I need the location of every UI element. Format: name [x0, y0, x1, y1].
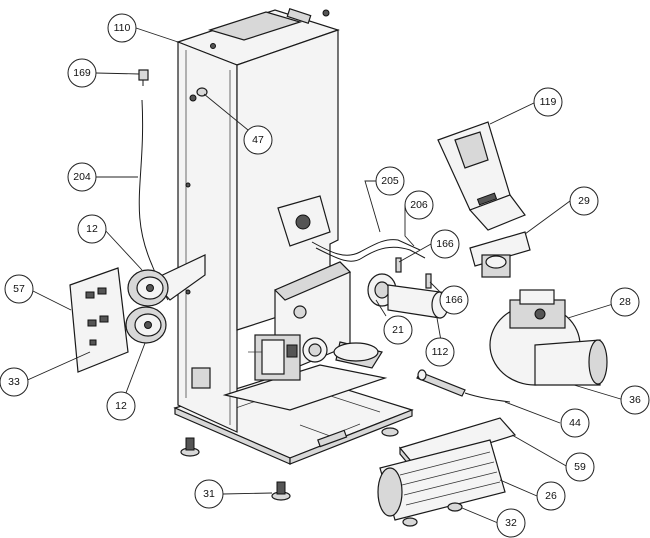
callout-166-lower: 166 [439, 285, 469, 315]
svg-text:204: 204 [73, 171, 91, 183]
svg-text:205: 205 [381, 175, 399, 187]
callout-32: 32 [496, 508, 526, 538]
svg-text:28: 28 [619, 296, 631, 308]
callout-59: 59 [565, 452, 595, 482]
svg-text:59: 59 [574, 461, 586, 473]
callout-36: 36 [620, 385, 650, 415]
callout-28: 28 [610, 287, 640, 317]
callout-12-lower: 12 [106, 391, 136, 421]
screw-166 [395, 257, 432, 289]
pressure-switch-lower [125, 306, 167, 344]
svg-text:169: 169 [73, 67, 91, 79]
foot-right [381, 427, 399, 437]
main-cabinet [176, 8, 340, 433]
callout-119: 119 [533, 87, 563, 117]
tubes-205-206 [311, 239, 426, 262]
burner-assembly [222, 195, 388, 411]
svg-text:57: 57 [13, 283, 25, 295]
callout-112: 112 [425, 337, 455, 367]
svg-text:110: 110 [114, 22, 131, 34]
callout-110: 110 [107, 13, 137, 43]
svg-text:47: 47 [252, 134, 264, 146]
svg-text:166: 166 [445, 294, 463, 306]
svg-text:21: 21 [392, 324, 404, 336]
svg-text:32: 32 [505, 517, 517, 529]
foot-31 [271, 481, 291, 501]
callout-26: 26 [536, 481, 566, 511]
flue-pipe-112 [387, 284, 449, 319]
control-board-57 [69, 267, 129, 373]
svg-text:166: 166 [436, 238, 454, 250]
callout-21: 21 [383, 315, 413, 345]
svg-text:12: 12 [115, 400, 127, 412]
inducer-motor-28 [509, 289, 566, 329]
svg-text:26: 26 [545, 490, 557, 502]
callout-31: 31 [194, 479, 224, 509]
leader-lines [22, 27, 625, 524]
callout-29: 29 [569, 186, 599, 216]
blower-26 [377, 439, 506, 521]
svg-text:29: 29 [578, 195, 590, 207]
callout-47: 47 [243, 125, 273, 155]
callout-206: 206 [404, 190, 434, 220]
foot-left [180, 437, 200, 457]
pressure-switch-upper [127, 269, 169, 307]
bracket-119 [437, 121, 526, 231]
svg-text:112: 112 [432, 346, 449, 358]
svg-text:36: 36 [629, 394, 641, 406]
callout-166-upper: 166 [430, 229, 460, 259]
callout-44: 44 [560, 408, 590, 438]
callout-204: 204 [67, 162, 97, 192]
callout-205: 205 [375, 166, 405, 196]
svg-text:33: 33 [8, 376, 20, 388]
svg-text:31: 31 [203, 488, 215, 500]
fitting-169 [138, 69, 149, 86]
svg-text:12: 12 [86, 223, 98, 235]
svg-text:206: 206 [410, 199, 428, 211]
svg-text:119: 119 [540, 96, 557, 108]
callout-57: 57 [4, 274, 34, 304]
callout-169: 169 [67, 58, 97, 88]
foot-32 [402, 502, 463, 527]
callout-33: 33 [0, 367, 29, 397]
gas-valve [248, 334, 328, 381]
coupling-29 [469, 231, 531, 278]
callout-12-upper: 12 [77, 214, 107, 244]
svg-text:44: 44 [569, 417, 581, 429]
igniter-44 [416, 369, 511, 403]
